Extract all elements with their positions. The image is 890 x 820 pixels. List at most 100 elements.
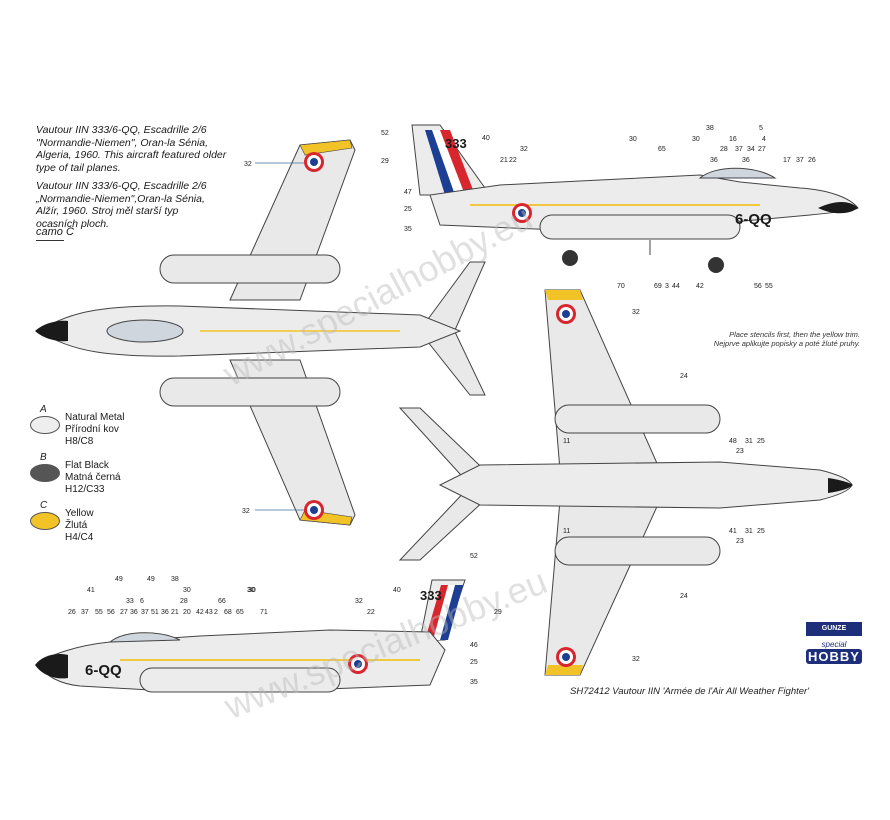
desc-en-line: type of tail planes. (36, 161, 121, 174)
legend-line: Yellow (65, 508, 94, 519)
callout-label: 49 (115, 576, 123, 583)
callout-label: 66 (218, 598, 226, 605)
callout-label: 32 (244, 161, 252, 168)
legend-line: H8/C8 (65, 436, 94, 447)
stencil-note-en: Place stencils first, then the yellow tr… (729, 330, 860, 339)
logo-special-text: special (821, 640, 847, 649)
legend-letter-b: B (40, 452, 47, 463)
desc-en-line: Algeria, 1960. This aircraft featured ol… (36, 149, 227, 161)
callout-label: 37 (796, 157, 804, 164)
footer-title: SH72412 Vautour IIN 'Armée de l'Air All … (570, 686, 810, 697)
legend-letter-c: C (40, 500, 48, 511)
callout-label: 56 (754, 283, 762, 290)
callout-label: 55 (765, 283, 773, 290)
callout-label: 29 (494, 609, 502, 616)
desc-en-line: Vautour IIN 333/6-QQ, Escadrille 2/6 (36, 124, 207, 136)
callout-label: 35 (470, 679, 478, 686)
callout-label: 23 (736, 448, 744, 455)
description-cz: Vautour IIN 333/6-QQ, Escadrille 2/6 „No… (36, 180, 207, 230)
callout-numbers: 52 29 47 25 35 40 21 22 32 30 30 38 16 2… (68, 125, 816, 686)
legend-letter-a: A (40, 404, 47, 415)
callout-label: 36 (742, 157, 750, 164)
callout-label: 37 (141, 609, 149, 616)
callout-label: 38 (171, 576, 179, 583)
desc-cz-line: „Normandie-Niemen",Oran-la Sénia, (36, 192, 205, 205)
code-upper: 6-QQ (735, 211, 772, 228)
callout-label: 27 (758, 146, 766, 153)
special-hobby-logo: special HOBBY (806, 640, 862, 670)
legend-line: H4/C4 (65, 532, 94, 543)
stencil-note-cz: Nejprve aplikujte popisky a poté žluté p… (713, 339, 860, 348)
side-view-lower (35, 579, 466, 693)
callout-label: 47 (404, 189, 412, 196)
legend-line: Přírodní kov (65, 424, 119, 435)
callout-label: 22 (367, 609, 375, 616)
callout-label: 42 (196, 609, 204, 616)
code-lower: 6-QQ (85, 662, 122, 679)
swatch-yellow (30, 512, 60, 530)
callout-label: 40 (482, 135, 490, 142)
callout-label: 42 (696, 283, 704, 290)
callout-label: 65 (658, 146, 666, 153)
callout-label: 32 (242, 508, 250, 515)
side-view-upper (411, 124, 859, 273)
callout-label: 52 (381, 130, 389, 137)
callout-label: 65 (236, 609, 244, 616)
callout-label: 38 (706, 125, 714, 132)
callout-label: 49 (147, 576, 155, 583)
callout-label: 28 (720, 146, 728, 153)
callout-label: 11 (563, 528, 570, 535)
callout-label: 6 (140, 598, 144, 605)
callout-label: 32 (632, 656, 640, 663)
desc-en-line: "Normandie-Niemen", Oran-la Sénia, (36, 136, 209, 149)
callout-label: 33 (126, 598, 134, 605)
callout-label: 68 (224, 609, 232, 616)
callout-label: 27 (120, 609, 128, 616)
tail-number-lower: 333 (420, 588, 442, 603)
callout-label: 44 (672, 283, 680, 290)
callout-label: 36 (130, 609, 138, 616)
callout-label: 34 (747, 146, 755, 153)
callout-label: 43 (205, 609, 213, 616)
swatch-flat-black (30, 464, 60, 482)
legend-line: Matná černá (65, 472, 121, 483)
callout-label: 30 (629, 136, 637, 143)
callout-label: 30 (247, 587, 255, 594)
callout-label: 56 (107, 609, 115, 616)
callout-label: 17 (783, 157, 791, 164)
legend-line: Flat Black (65, 460, 109, 471)
callout-label: 31 (745, 438, 753, 445)
callout-label: 29 (381, 158, 389, 165)
callout-label: 52 (470, 553, 478, 560)
gunze-logo: GUNZE SANGYO (806, 622, 862, 646)
callout-label: 25 (404, 206, 412, 213)
callout-label: 41 (87, 587, 95, 594)
callout-label: 30 (248, 587, 256, 594)
legend-line: H12/C33 (65, 484, 105, 495)
desc-cz-line: Alžír, 1960. Stroj měl starší typ (36, 205, 179, 217)
callout-label: 5 (759, 125, 763, 132)
callout-label: 71 (260, 609, 268, 616)
stencil-note: Place stencils first, then the yellow tr… (700, 330, 860, 348)
logo-hobby-text: HOBBY (806, 649, 862, 664)
callout-label: 37 (81, 609, 89, 616)
callout-label: 22 (509, 157, 517, 164)
callout-label: 26 (68, 609, 76, 616)
callout-label: 55 (95, 609, 103, 616)
callout-label: 32 (520, 146, 528, 153)
plan-view-top (35, 139, 486, 526)
callout-label: 2 (214, 609, 218, 616)
callout-label: 70 (617, 283, 625, 290)
callout-label: 48 (729, 438, 737, 445)
callout-label: 16 (729, 136, 737, 143)
callout-label: 30 (692, 136, 700, 143)
swatch-natural-metal (30, 416, 60, 434)
legend-line: Žlutá (65, 520, 88, 531)
callout-label: 46 (470, 642, 478, 649)
callout-label: 25 (757, 528, 765, 535)
camo-label: camo C (36, 226, 74, 238)
callout-label: 25 (757, 438, 765, 445)
callout-label: 69 (654, 283, 662, 290)
callout-label: 51 (151, 609, 159, 616)
